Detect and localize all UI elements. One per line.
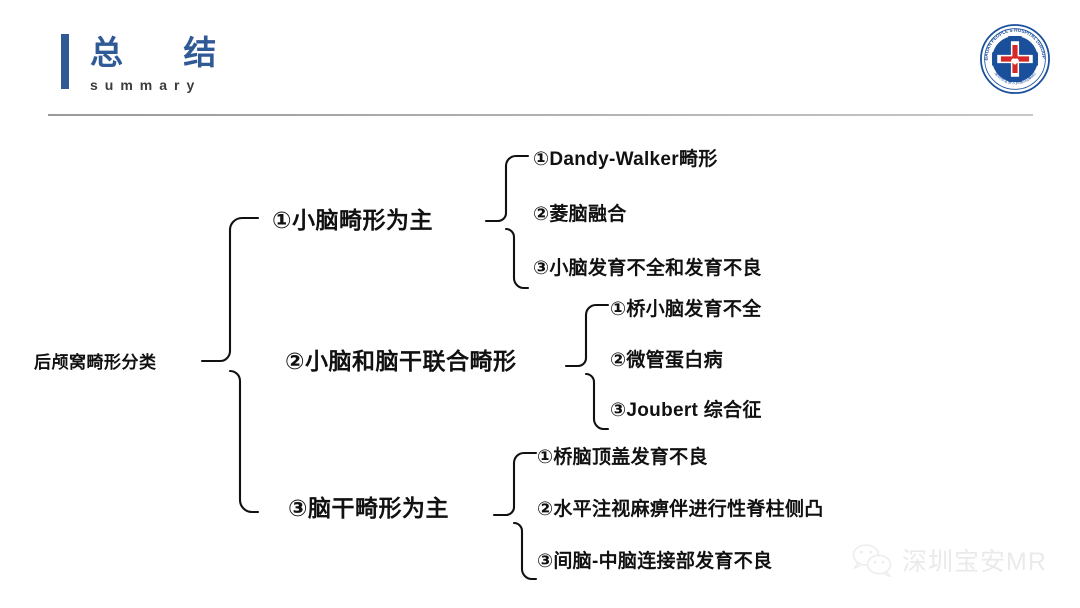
branch-1-brace-connector xyxy=(484,154,530,290)
page-title-en: summary xyxy=(90,77,202,93)
slide-header: 总 结 summary BAOAN PEOPLE'S HOSPITAL (GRO… xyxy=(0,0,1080,122)
tree-leaf-3-1: ①桥脑顶盖发育不良 xyxy=(537,447,708,468)
branch-2-brace-connector xyxy=(564,303,610,431)
tree-leaf-1-2: ②菱脑融合 xyxy=(533,204,627,225)
header-divider xyxy=(48,114,1033,116)
tree-leaf-2-3: ③Joubert 综合征 xyxy=(610,400,762,421)
tree-branch-1-label: ①小脑畸形为主 xyxy=(272,207,433,233)
title-accent-bar xyxy=(61,34,69,89)
page-title: 总 结 summary xyxy=(90,34,230,94)
root-brace-connector xyxy=(200,216,260,514)
tree-branch-3-label: ③脑干畸形为主 xyxy=(288,495,449,521)
tree-leaf-2-1: ①桥小脑发育不全 xyxy=(610,299,762,320)
tree-leaf-2-2: ②微管蛋白病 xyxy=(610,350,723,371)
classification-tree: 后颅窝畸形分类 ①小脑畸形为主 ①Dandy-Walker畸形 ②菱脑融合 ③小… xyxy=(0,122,1080,608)
tree-leaf-1-1: ①Dandy-Walker畸形 xyxy=(533,149,718,170)
tree-leaf-3-3: ③间脑-中脑连接部发育不良 xyxy=(537,551,773,572)
hospital-logo-icon: BAOAN PEOPLE'S HOSPITAL (GROUP) 深圳市宝安人民医… xyxy=(978,22,1050,94)
branch-3-brace-connector xyxy=(492,451,538,581)
page-title-cn: 总 结 xyxy=(90,34,231,71)
tree-root-label: 后颅窝畸形分类 xyxy=(34,353,157,372)
tree-leaf-3-2: ②水平注视麻痹伴进行性脊柱侧凸 xyxy=(537,499,824,520)
tree-branch-2-label: ②小脑和脑干联合畸形 xyxy=(285,348,517,374)
tree-leaf-1-3: ③小脑发育不全和发育不良 xyxy=(533,258,762,279)
